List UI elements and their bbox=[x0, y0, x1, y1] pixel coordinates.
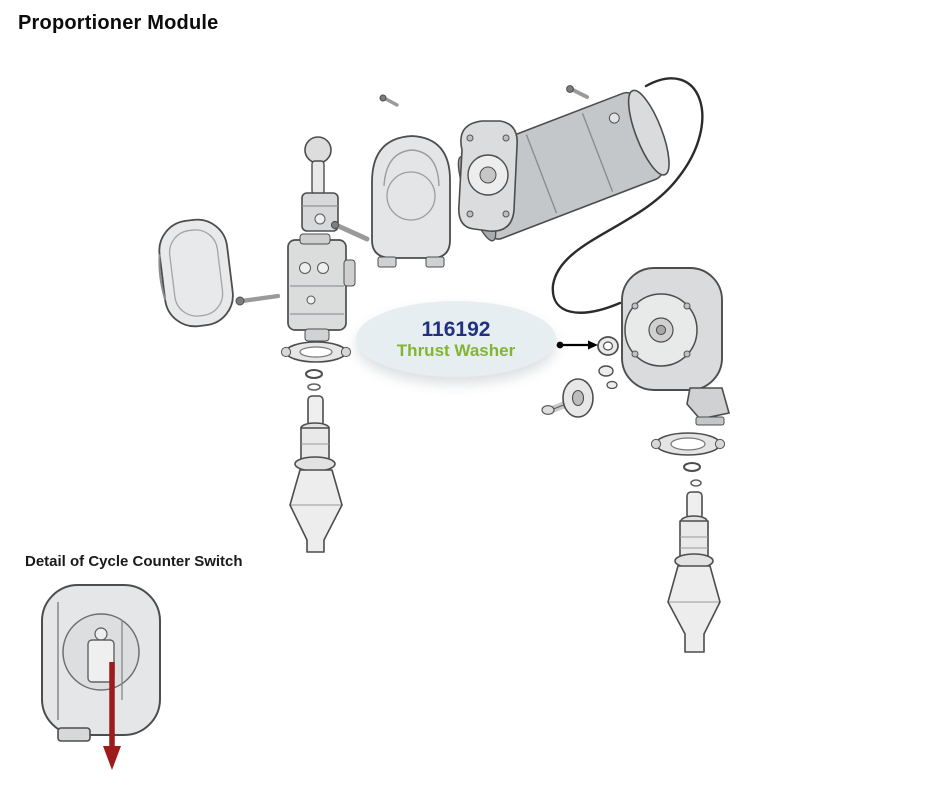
valve-body bbox=[287, 233, 356, 342]
small-ring-left bbox=[307, 383, 321, 391]
power-cable bbox=[551, 77, 704, 314]
pulley-shaft bbox=[541, 378, 594, 418]
part-name: Thrust Washer bbox=[396, 340, 516, 360]
right-flange bbox=[650, 432, 726, 456]
page-title: Proportioner Module bbox=[18, 12, 219, 34]
detail-view-label: Detail of Cycle Counter Switch bbox=[25, 553, 243, 570]
o-ring-left bbox=[305, 369, 323, 379]
callout-pointer-arrow bbox=[556, 340, 598, 350]
screw-top-2 bbox=[379, 94, 399, 107]
left-cover bbox=[158, 218, 234, 328]
gear-plate bbox=[457, 120, 518, 232]
knob-assembly bbox=[301, 136, 339, 232]
left-pump bbox=[289, 395, 343, 553]
thrust-washer bbox=[597, 336, 619, 356]
cycle-counter-detail bbox=[41, 584, 161, 742]
bolt bbox=[235, 293, 281, 306]
washer-small-2 bbox=[606, 380, 618, 390]
right-pump bbox=[667, 491, 721, 653]
left-flange bbox=[280, 341, 352, 363]
motor-cap-bolt bbox=[608, 112, 620, 124]
washer-small-1 bbox=[598, 365, 614, 377]
cycle-counter-red-arrow bbox=[103, 662, 121, 770]
small-ring-right bbox=[690, 479, 702, 487]
part-callout-bubble: 116192 Thrust Washer bbox=[356, 301, 556, 377]
part-number: 116192 bbox=[421, 317, 491, 341]
screw-top-1 bbox=[566, 85, 589, 99]
o-ring-right bbox=[683, 462, 701, 472]
pin bbox=[330, 220, 370, 242]
right-housing bbox=[621, 267, 731, 426]
front-housing bbox=[371, 135, 451, 268]
